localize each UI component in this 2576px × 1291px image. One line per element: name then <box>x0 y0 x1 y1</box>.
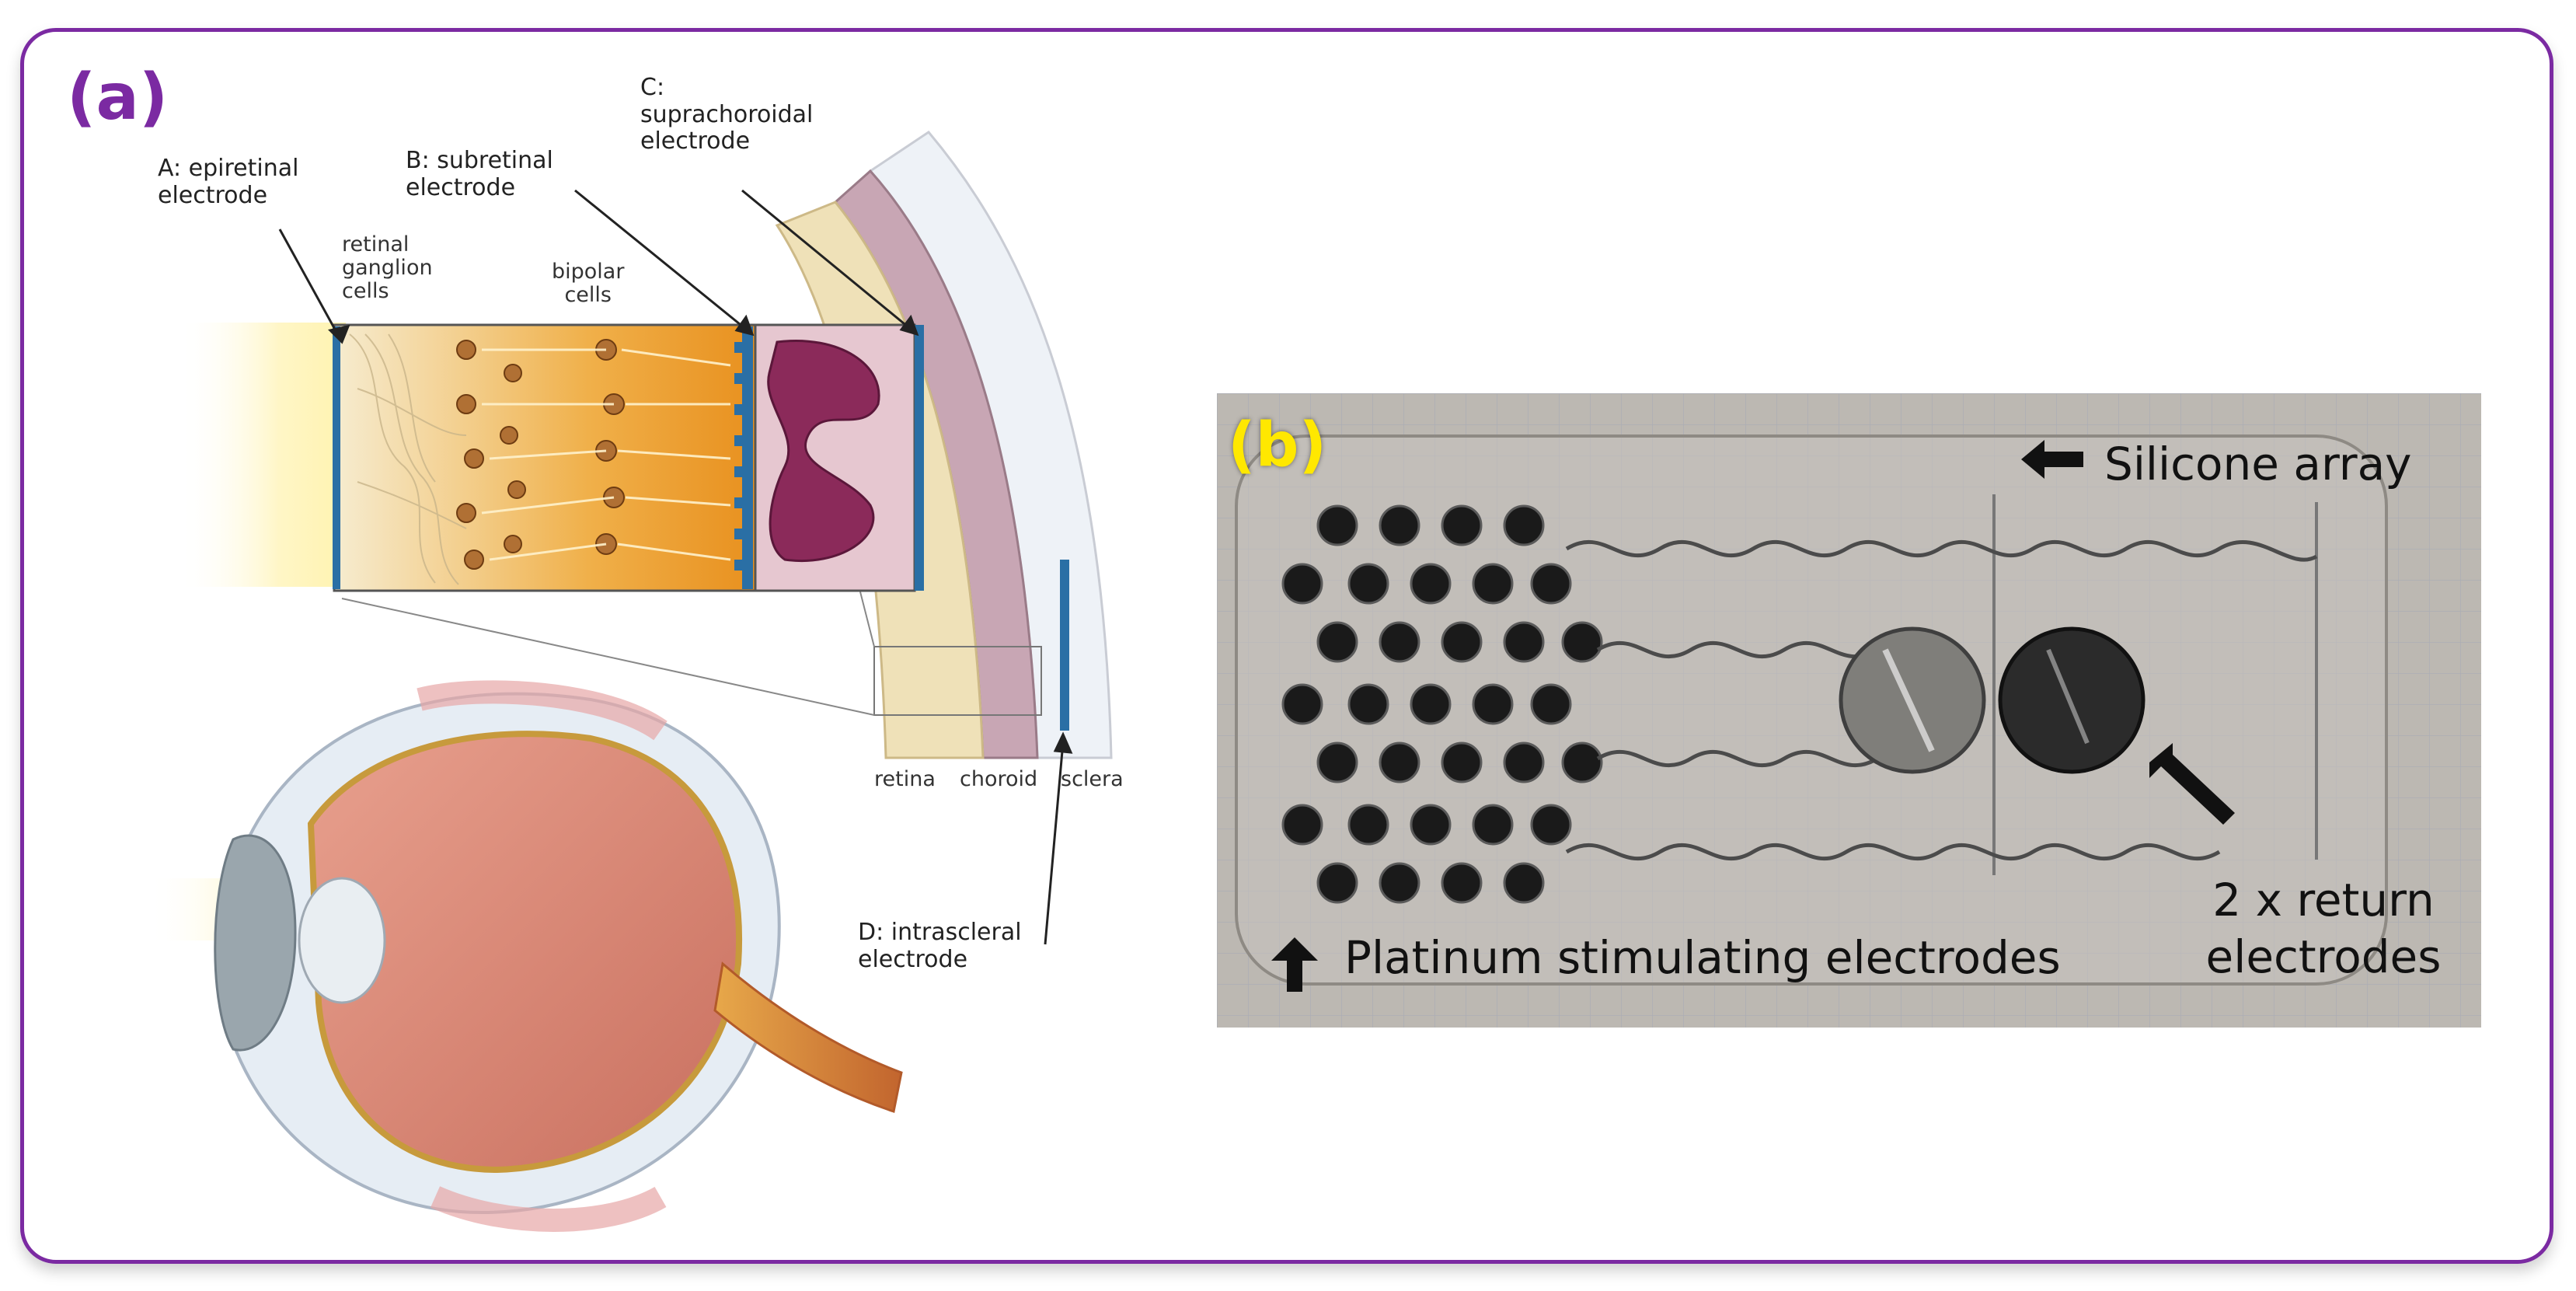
bipolar-label: bipolar cells <box>552 260 625 308</box>
choroid-label: choroid <box>960 767 1038 791</box>
suprachoroidal-electrode <box>915 325 924 591</box>
leader-arrows <box>278 189 1073 945</box>
platinum-arrow-icon <box>1271 937 1318 992</box>
panel-a-label: (a) <box>67 61 169 134</box>
return-electrode-1 <box>1839 626 1986 774</box>
retina-cross-section <box>179 323 924 592</box>
platinum-electrodes-label: Platinum stimulating electrodes <box>1344 931 2061 984</box>
panel-b-label: (b) <box>1228 410 1327 480</box>
subretinal-label: B: subretinal electrode <box>406 147 553 201</box>
subretinal-electrode <box>742 326 753 589</box>
intrascleral-electrode <box>1060 560 1069 731</box>
silicone-array-label: Silicone array <box>2104 438 2412 490</box>
intrascleral-label: D: intrascleral electrode <box>858 919 1022 973</box>
ganglion-label: retinal ganglion cells <box>342 232 433 304</box>
retina-label: retina <box>874 767 936 791</box>
return-arrow-icon <box>2149 743 2235 825</box>
electrode-array-photo <box>1217 393 2481 1028</box>
epiretinal-electrode <box>333 326 340 589</box>
suprachoroidal-label: C: suprachoroidal electrode <box>640 74 814 155</box>
return-electrodes-label: 2 x return electrodes <box>2205 874 2442 983</box>
epiretinal-label: A: epiretinal electrode <box>158 155 299 209</box>
silicone-arrow-icon <box>2021 440 2083 479</box>
sclera-label: sclera <box>1061 767 1124 791</box>
eye-illustration <box>148 680 903 1232</box>
